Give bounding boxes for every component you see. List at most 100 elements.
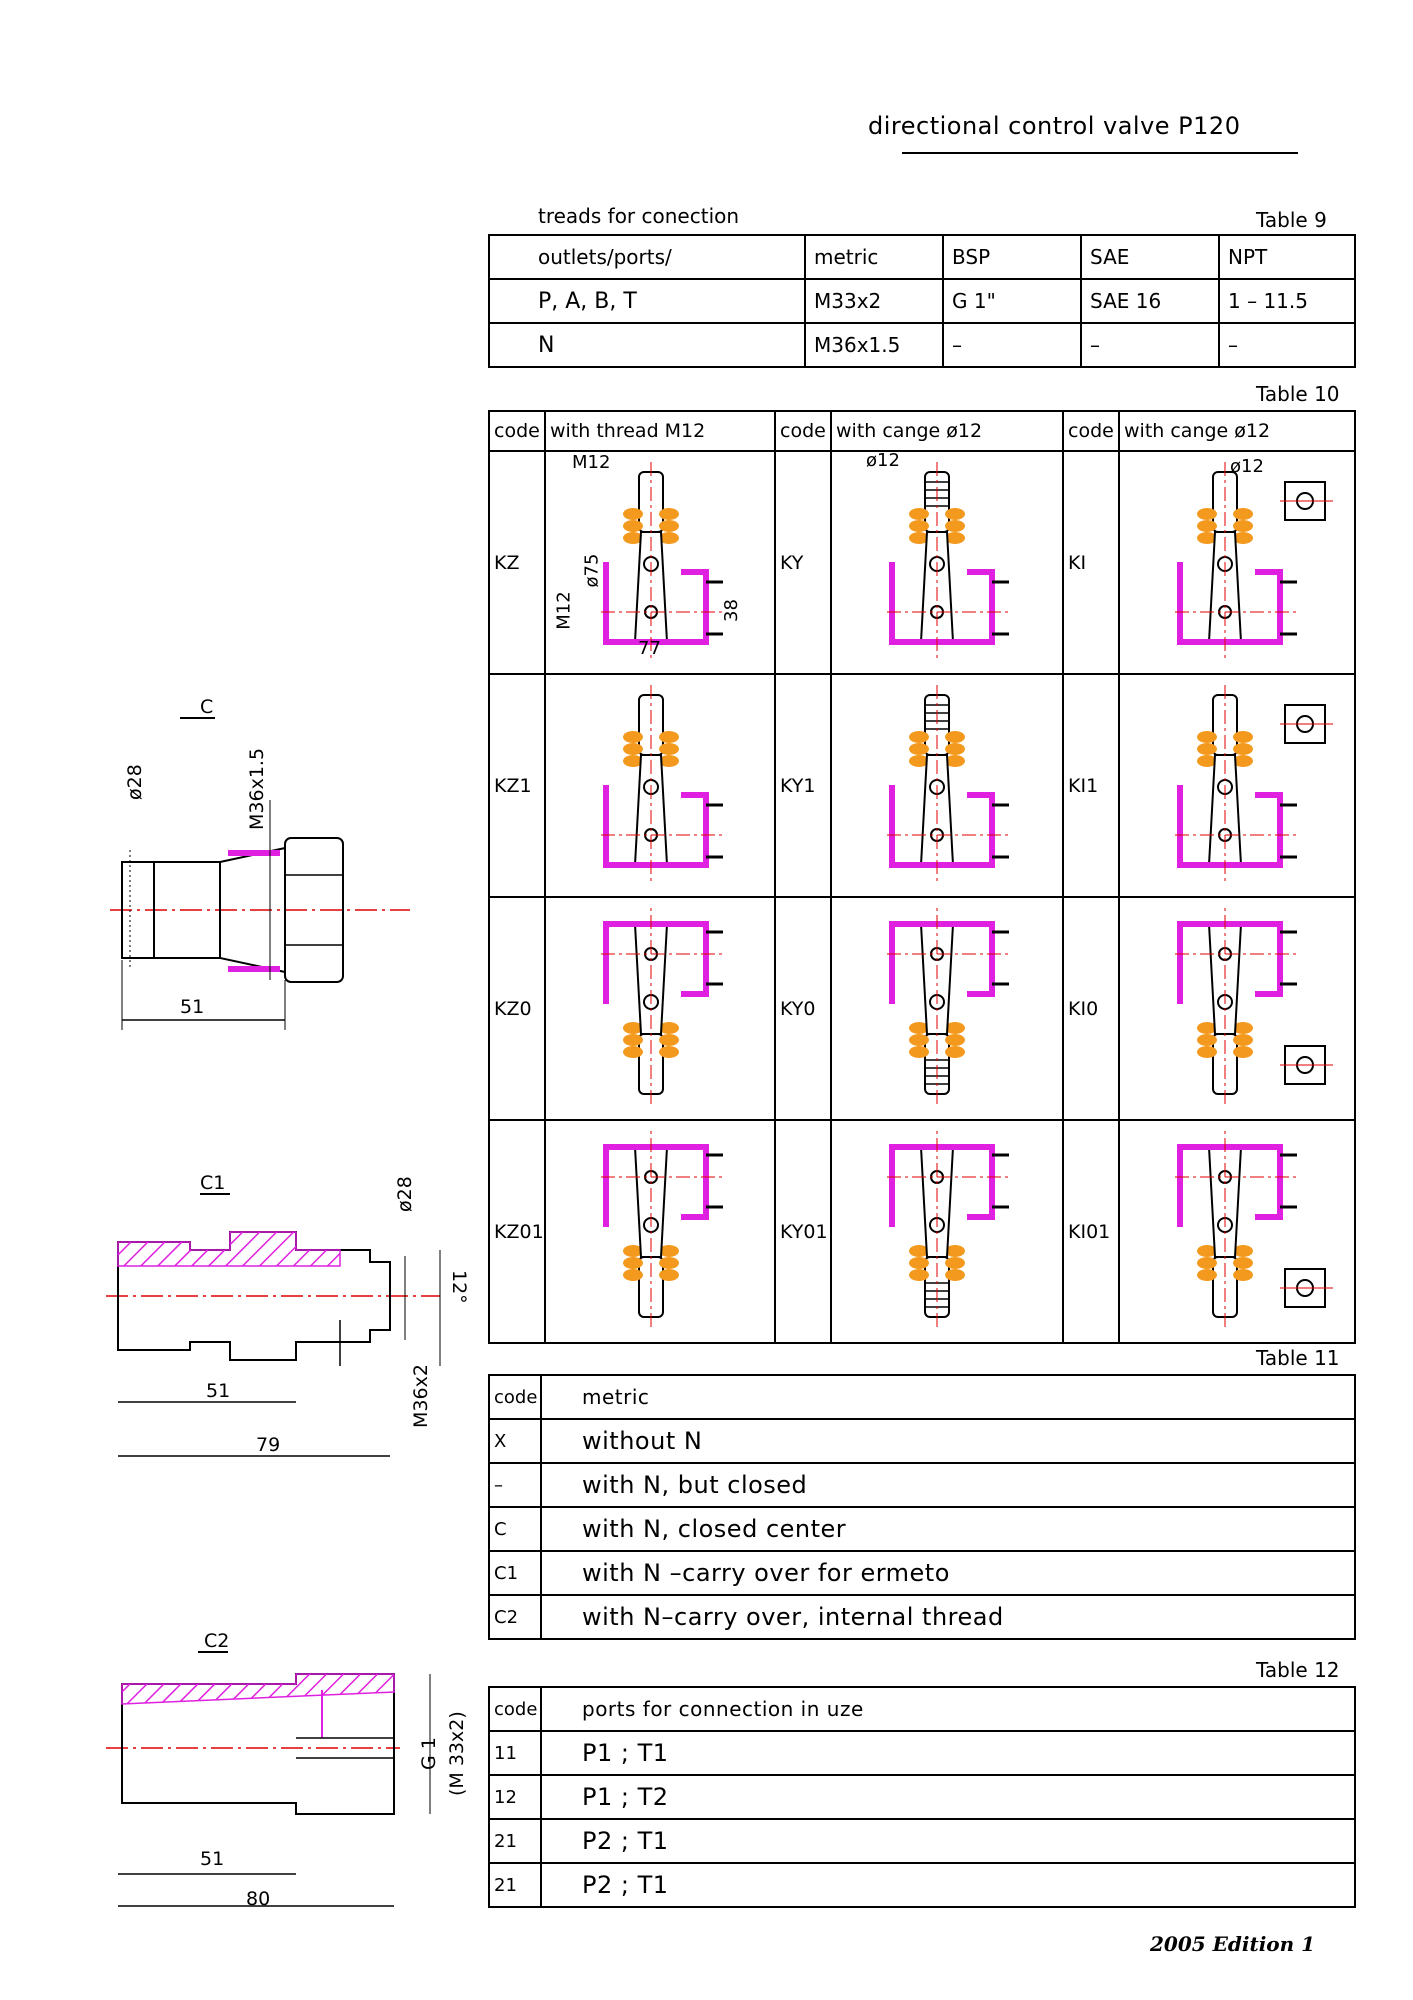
seal-ring [623,1034,643,1046]
table10-code: KZ [488,450,546,675]
seal-ring [1233,731,1253,743]
seal-ring [659,520,679,532]
seal-ring [1197,731,1217,743]
seal-ring [659,1269,679,1281]
seal-ring [623,1046,643,1058]
table10-header: code [774,410,832,452]
housing [889,785,995,868]
seal-ring [909,1046,929,1058]
seal-ring [623,1257,643,1269]
housing [889,921,995,1004]
seal-ring [659,743,679,755]
table9-header: BSP [942,234,1082,280]
valve-drawing [1118,673,1356,898]
table11-code: – [488,1462,542,1508]
seal-ring [1197,520,1217,532]
housing [1177,921,1283,1004]
valve-symbol [601,1131,726,1327]
seal-ring [1233,755,1253,767]
fitting-c1-m36: M36x2 [410,1364,432,1428]
table10-code: KY1 [774,673,832,898]
seal-ring [945,520,965,532]
table10-code: KY0 [774,896,832,1121]
table10-code: KI0 [1062,896,1120,1121]
seal-ring [945,1046,965,1058]
fitting-c2-label: C2 [204,1630,230,1652]
table9: outlets/ports/ metric BSP SAE NPT P, A, … [488,234,1356,368]
seal-ring [909,1245,929,1257]
valve-symbol [887,1131,1012,1327]
dim-m12-top: M12 [572,452,611,473]
fitting-c2-g1: G 1 [418,1737,440,1770]
table10-header: code [1062,410,1120,452]
table-row: KZ1 KY1 KI1 [488,673,1356,898]
table10-header: code [488,410,546,452]
table9-label: Table 9 [1256,208,1327,232]
seal-ring [909,532,929,544]
table9-cell: P, A, B, T [488,278,806,324]
table12-ports: P1 ; T2 [540,1774,1356,1820]
fitting-c2-len1: 51 [200,1848,225,1870]
table10-code: KI1 [1062,673,1120,898]
seal-ring [1197,508,1217,520]
seal-ring [623,1269,643,1281]
seal-ring [1233,1046,1253,1058]
seal-ring [1197,743,1217,755]
seal-ring [659,731,679,743]
seal-ring [1233,1022,1253,1034]
table10: code with thread M12 code with cange ø12… [488,410,1356,1344]
table9-header: metric [804,234,944,280]
valve-drawing [830,896,1064,1121]
table-row: KZ0 KY0 KI0 [488,896,1356,1121]
valve-symbol [1175,1131,1333,1327]
valve-drawing [1118,896,1356,1121]
valve-drawing [1118,450,1356,675]
fitting-c2-m33: (M 33x2) [446,1711,468,1796]
table-row: KZ01 KY01 KI01 [488,1119,1356,1344]
page-title: directional control valve P120 [868,112,1241,140]
valve-symbol [601,685,726,881]
housing [603,562,709,645]
table11-desc: without N [540,1418,1356,1464]
valve-symbol [601,908,726,1104]
seal-ring [909,731,929,743]
table12-code: 21 [488,1818,542,1864]
dim-d12-ky: ø12 [866,450,900,471]
valve-drawing [830,1119,1064,1344]
seal-ring [1197,1022,1217,1034]
table10-header: with thread M12 [544,410,776,452]
seal-ring [1233,1034,1253,1046]
housing [603,785,709,868]
table10-header: with cange ø12 [830,410,1064,452]
table11-header: code [488,1374,542,1420]
table11-desc: with N, closed center [540,1506,1356,1552]
valve-symbol [887,685,1012,881]
seal-ring [1233,532,1253,544]
valve-drawing [544,673,776,898]
seal-ring [945,1269,965,1281]
seal-ring [945,1257,965,1269]
housing [603,921,709,1004]
housing [889,1144,995,1227]
valve-drawing [544,450,776,675]
seal-ring [945,1034,965,1046]
table11-desc: with N–carry over, internal thread [540,1594,1356,1640]
seal-ring [909,1257,929,1269]
table10-code: KI01 [1062,1119,1120,1344]
table9-cell: 1 – 11.5 [1218,278,1356,324]
table11-header: metric [540,1374,1356,1420]
valve-drawing [830,450,1064,675]
fitting-c-d28: ø28 [124,764,146,800]
valve-symbol [887,908,1012,1104]
fitting-c1-drawing [106,1193,441,1457]
seal-ring [945,508,965,520]
table9-cell: M36x1.5 [804,322,944,368]
table9-cell: N [488,322,806,368]
valve-symbol [1175,462,1333,658]
table11-desc: with N –carry over for ermeto [540,1550,1356,1596]
table11-code: X [488,1418,542,1464]
table10-label: Table 10 [1256,382,1340,406]
